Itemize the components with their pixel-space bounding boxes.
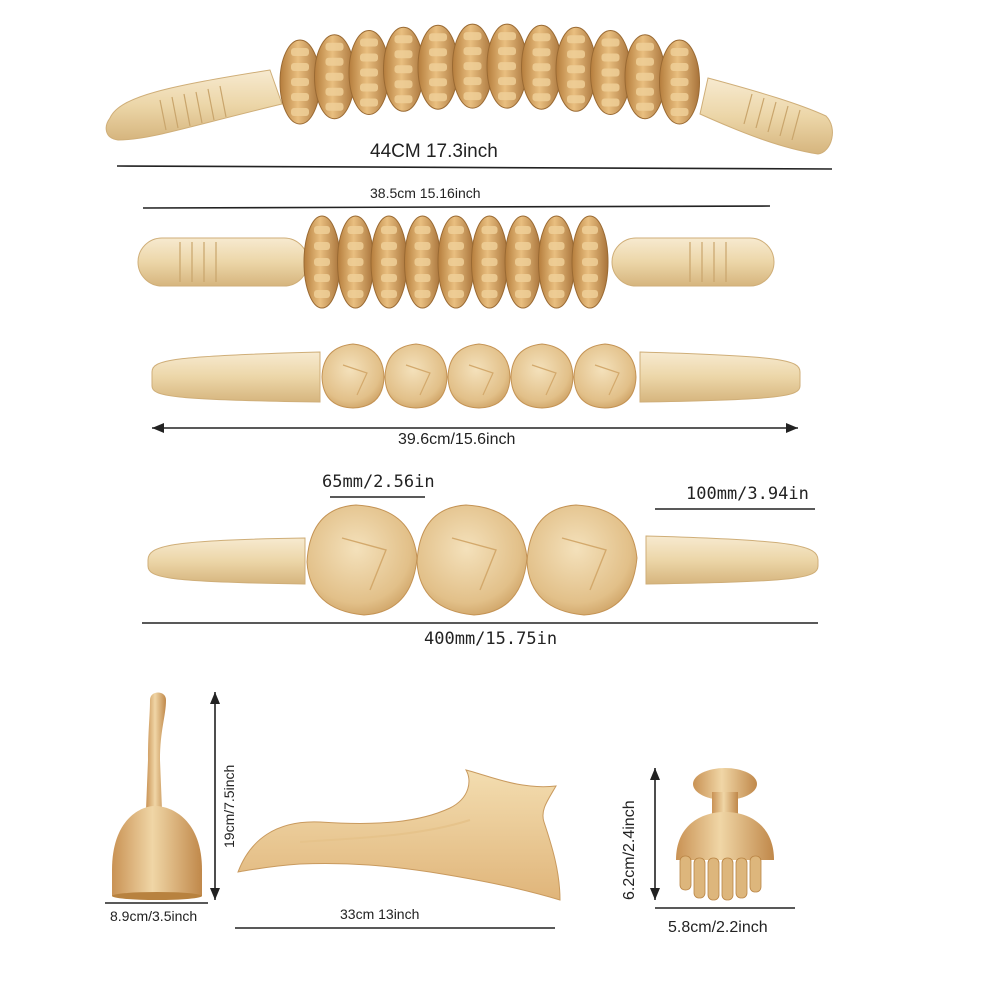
roller-3-cube-size-label: 65mm/2.56in	[322, 472, 435, 492]
roller-cube	[306, 504, 418, 616]
cup-height-label: 19cm/7.5inch	[221, 764, 237, 848]
roller-wheel	[370, 215, 408, 309]
wooden-roller-3-cubes-icon	[147, 504, 819, 616]
roller-wheel	[348, 29, 390, 115]
roller-wheel	[486, 23, 528, 109]
roller-cube	[573, 343, 637, 409]
roller-wheel	[471, 215, 508, 309]
roller-wheel	[337, 215, 374, 309]
roller-3-length-label: 400mm/15.75in	[424, 629, 558, 649]
roller-wheel	[437, 215, 475, 309]
roller-cube	[384, 343, 448, 409]
roller-cube	[510, 343, 574, 409]
roller-wheel	[624, 34, 666, 120]
roller-wheel	[279, 39, 321, 125]
dimension-arrowheads	[152, 423, 798, 900]
dimension-lines	[105, 165, 833, 929]
roller-wheel	[571, 215, 609, 309]
roller-wheel	[452, 23, 493, 109]
roller-wheel	[590, 29, 631, 115]
roller-cube	[526, 504, 638, 616]
mushroom-height-label: 6.2cm/2.4inch	[621, 800, 638, 900]
mushroom-width-label: 5.8cm/2.2inch	[668, 919, 768, 936]
roller-wheel	[538, 215, 575, 309]
roller-wheel	[383, 26, 424, 112]
roller-5-length-label: 39.6cm/15.6inch	[398, 431, 516, 448]
roller-wheel	[404, 215, 441, 309]
roller-wheel	[417, 24, 459, 110]
wooden-roller-12-wheels-icon	[105, 23, 833, 155]
roller-wheel	[521, 24, 562, 110]
roller-wheel	[504, 215, 542, 309]
wooden-roller-5-cubes-icon	[151, 343, 801, 409]
wooden-cup-icon	[112, 692, 202, 900]
roller-9-length-label: 38.5cm 15.16inch	[370, 185, 481, 201]
wooden-roller-9-wheels-icon	[137, 215, 775, 309]
gua-sha-length-label: 33cm 13inch	[340, 906, 420, 922]
roller-cube	[321, 343, 385, 409]
roller-3-handle-length-label: 100mm/3.94in	[686, 484, 809, 504]
cup-width-label: 8.9cm/3.5inch	[110, 908, 198, 924]
roller-wheel	[303, 215, 341, 309]
wooden-gua-sha-board-icon	[237, 769, 561, 901]
roller-12-length-label: 44CM 17.3inch	[370, 141, 498, 162]
roller-cube	[447, 343, 511, 409]
wooden-mushroom-massager-icon	[676, 768, 774, 901]
roller-wheel	[314, 34, 355, 120]
roller-wheel	[659, 39, 700, 125]
roller-cube	[416, 504, 528, 616]
roller-wheel	[555, 26, 597, 112]
